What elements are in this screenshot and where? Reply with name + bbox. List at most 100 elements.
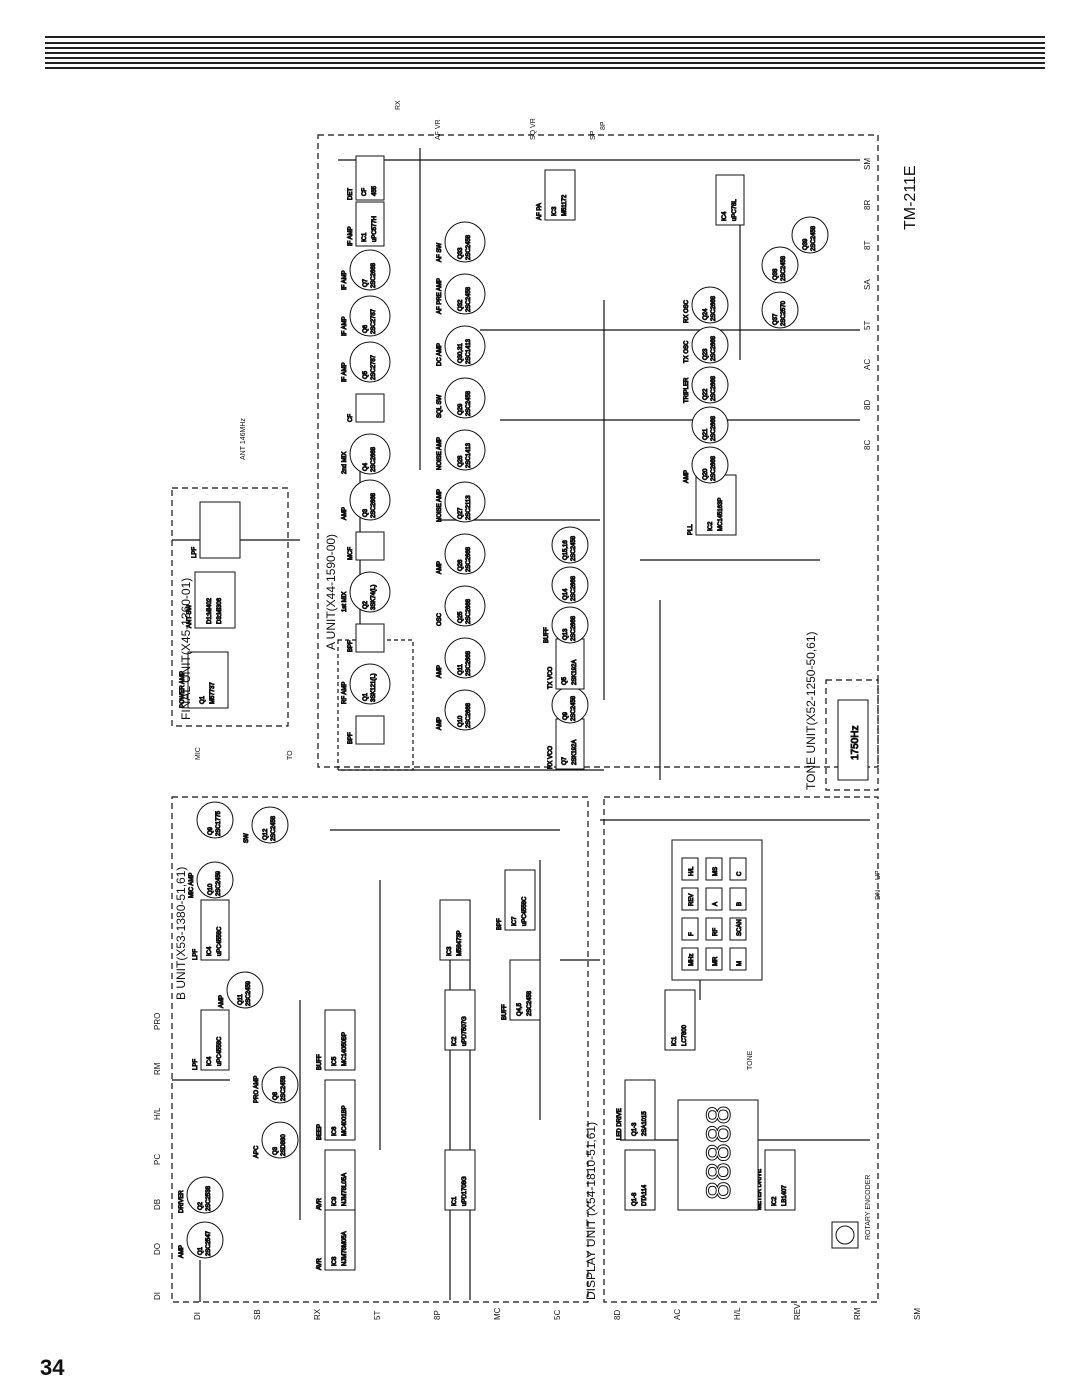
b-part-4-ref: IC4 (207, 1056, 213, 1066)
a-rf-ic-11-ref: IC1 (362, 232, 368, 242)
display-part-2-ref: IC1 (672, 1036, 678, 1046)
tone-unit-title: TONE UNIT(X52-1250-50,61) (804, 631, 818, 790)
key-2 (729, 947, 747, 971)
key-label-1: MR (713, 956, 719, 966)
a-mid-stage-3-part: 2SC2668 (466, 546, 472, 572)
final-unit-title: FINAL UNIT(X45-1360-01) (179, 578, 193, 720)
b-ic-3-role: BUFF (317, 1054, 323, 1070)
b-ic-5-ref: IC2 (452, 1036, 458, 1046)
b-ic-1-ref: IC9 (332, 1196, 338, 1206)
a-low-stage-11-ref: Q24 (703, 308, 709, 320)
key-0 (681, 947, 699, 971)
a-low-stage-3-ref: Q13 (563, 628, 569, 640)
b-part-3-ref: Q8 (273, 1091, 279, 1100)
a-mid-ic-10-ref: IC3 (552, 206, 558, 216)
misc-label-4: ROTARY ENCODER (865, 1175, 872, 1240)
misc-label-1: SP (590, 130, 597, 140)
display-part-0-ref: Q1-3 (632, 1122, 638, 1136)
b-ic-0-ref: IC8 (332, 1256, 338, 1266)
left-pin-0: DI (153, 1292, 162, 1300)
a-mid-stage-3-role: AMP (437, 561, 443, 574)
a-rf-ic-12-role: DET (348, 188, 354, 200)
final-part-2-role: LPF (192, 547, 198, 558)
a-low-stage-1-part: 2SC2458 (571, 695, 577, 721)
a-rf-ic-11-role: IF AMP (348, 226, 354, 246)
a-rf-stage-8-ref: Q5 (363, 370, 369, 379)
right-pin-7: SM (863, 158, 872, 170)
display-unit-title: DISPLAY UNIT (X54-1810-51,61) (584, 1122, 598, 1300)
a-right-stage-0-ref: Q37 (773, 313, 779, 325)
a-rf-stage-6-part: 2SC2668 (371, 446, 377, 472)
a-mid-stage-1-part: 2SC2668 (466, 650, 472, 676)
left-pin-2: DB (153, 1199, 162, 1210)
bottom-pin-10: REV (793, 1303, 802, 1320)
a-low-stage-5-part: 2SC2458 (571, 535, 577, 561)
a-mid-stage-4-part: 2SC2113 (466, 495, 472, 520)
a-low-stage-9-part: 2SC2668 (711, 375, 717, 401)
left-pin-3: PC (153, 1154, 162, 1165)
display-part-2-part: LC7800 (682, 1024, 688, 1046)
b-part-0-ref: Q1 (198, 1246, 204, 1255)
b-ic-4-ref: IC1 (452, 1196, 458, 1206)
bottom-pin-0: DI (193, 1312, 202, 1320)
display-part-1-part: DTA114 (642, 1184, 648, 1206)
b-part-9-role: SW (244, 833, 250, 843)
b-part-3-part: 2SC2458 (281, 1075, 287, 1101)
b-part-4-role: LPF (193, 1059, 199, 1070)
display-part-3-ref: IC2 (772, 1196, 778, 1206)
a-mid-stage-2-role: OSC (437, 612, 443, 626)
a-rf-stage-9-ref: Q6 (363, 324, 369, 333)
display-part-0-role: LED DRIVE (617, 1108, 623, 1140)
a-rf-filter-4-role: MCF (348, 547, 354, 560)
key-9 (681, 857, 699, 881)
bottom-pin-2: RX (313, 1308, 322, 1320)
left-pin-1: DO (153, 1243, 162, 1255)
a-mid-stage-9-role: AF SW (437, 243, 443, 262)
a-low-ic-6-role: PLL (688, 524, 694, 535)
b-ic-8-role: BUFF (502, 1004, 508, 1020)
key-8 (729, 887, 747, 911)
display-unit-box (603, 796, 879, 1303)
a-mid-stage-7-ref: Q30,31 (458, 343, 464, 363)
right-pin-6: 8R (863, 200, 872, 210)
misc-label-8: RX (395, 100, 402, 110)
key-10 (705, 857, 723, 881)
tone-unit-box (825, 679, 879, 791)
key-6 (681, 887, 699, 911)
key-3 (681, 917, 699, 941)
right-pin-5: 8T (863, 241, 872, 250)
bottom-pin-8: AC (673, 1309, 682, 1320)
b-ic-0-part: NJM78M05A (342, 1231, 348, 1266)
right-pin-4: SA (863, 279, 872, 290)
a-rf-filter-7-role: CF (348, 414, 354, 422)
a-rf-ic-12-part: 455 (372, 185, 378, 196)
misc-label-0: MIC (195, 747, 202, 760)
lcd-digits: 88888 (700, 1105, 738, 1200)
a-low-stage-10-ref: Q23 (703, 348, 709, 360)
b-part-7-part: 2SC2459 (216, 870, 222, 896)
b-ic-7-part: uPC4558C (522, 896, 528, 926)
